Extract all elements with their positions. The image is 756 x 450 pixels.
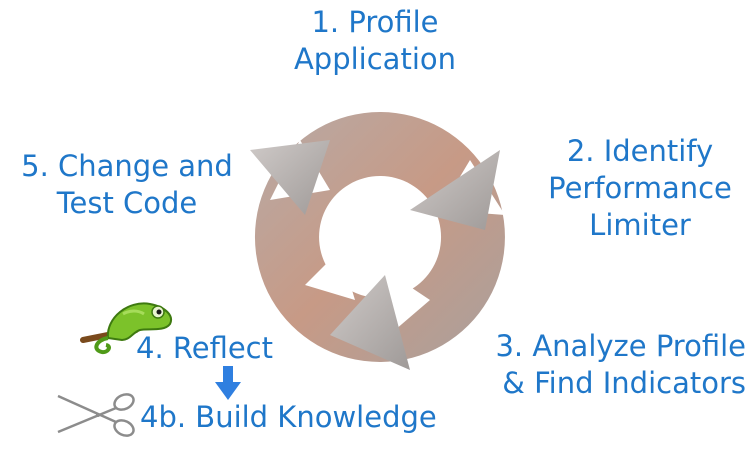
step-3-label: 3. Analyze Profile & Find Indicators [470,328,746,402]
step-4b-label: 4b. Build Knowledge [140,400,437,434]
cycle-arrowhead-2 [410,150,500,230]
cycle-arrowhead-3 [330,275,410,370]
step-4-label: 4. Reflect [136,331,273,365]
step-1-label: 1. Profile Application [270,4,480,78]
arrow-down-icon [215,366,241,400]
chameleon-icon [80,302,172,355]
step-5-label: 5. Change and Test Code [12,148,242,222]
step-5-line-1: 5. Change and [21,149,233,183]
step-2-label: 2. Identify Performance Limiter [535,133,745,244]
step-1-line-2: Application [293,42,457,76]
scissors-icon [57,393,135,437]
step-1-line-1: 1. Profile [311,5,439,39]
step-2-line-2: Performance [548,171,732,205]
step-2-line-1: 2. Identify [566,134,714,168]
step-2-line-3: Limiter [589,208,691,242]
step-5-line-2: Test Code [56,186,198,220]
step-3-line-2: & Find Indicators [502,366,746,400]
cycle-arrowhead-1 [250,140,330,215]
step-3-line-1: 3. Analyze Profile [495,329,746,363]
